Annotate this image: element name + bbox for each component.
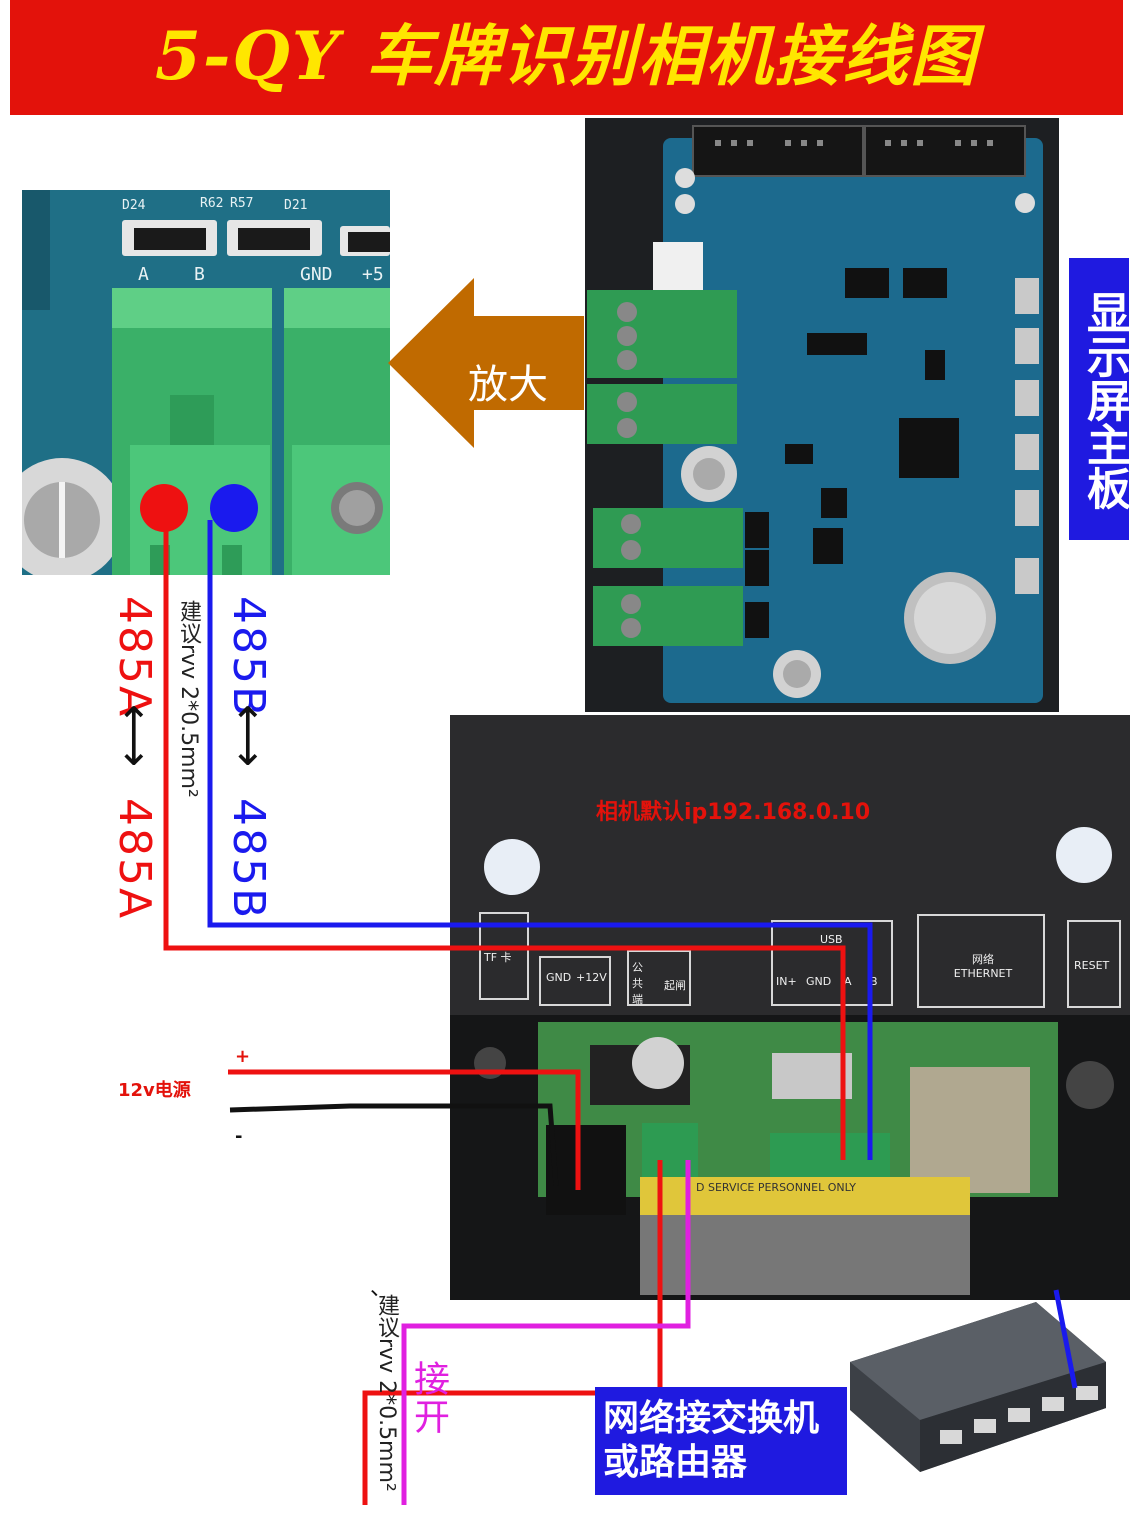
panel-label-usb: USB: [820, 933, 843, 946]
silk-gnd: GND: [300, 264, 333, 285]
silk-plus5: +5: [362, 264, 384, 285]
display-board-photo: [585, 118, 1059, 712]
switch-contact-label: 接开: [408, 1360, 449, 1436]
wire-485a: [163, 520, 846, 1160]
silk-a: A: [138, 264, 149, 285]
panel-label-a: A: [844, 975, 852, 988]
power-minus-sign: -: [235, 1126, 243, 1147]
enlarge-label: 放大: [468, 362, 548, 408]
network-switch-label-box: [595, 1387, 847, 1495]
label-485b-top: 485B: [223, 596, 274, 719]
power-label: 12v电源: [118, 1080, 191, 1101]
silk-d21: D21: [284, 198, 308, 213]
wire-485b: [207, 520, 873, 1160]
wire-gate-trigger: [401, 1160, 691, 1505]
label-485b-bottom: 485B: [223, 798, 274, 921]
wire-power-negative: [229, 1103, 559, 1187]
zoomed-terminal-photo: D24 R62 R57 D21 A B GND +5: [22, 190, 390, 575]
panel-label-common: 公共端: [632, 961, 643, 1006]
panel-label-gnd: GND: [546, 971, 572, 984]
silk-d24: D24: [122, 198, 146, 213]
camera-photo: TF 卡 GND +12V 公共端 起闸 USB IN+ GND A B 网络 …: [450, 715, 1130, 1300]
panel-label-tf: TF 卡: [484, 951, 512, 964]
wire-gate-common: [362, 1160, 663, 1505]
panel-label-ethernet: 网络 ETHERNET: [953, 953, 1013, 980]
label-485a-bottom: 485A: [109, 798, 160, 921]
lower-mark: 、: [370, 1276, 393, 1301]
arrow-485a: ⟷: [109, 704, 160, 770]
display-board-label: 显示屏主板: [1079, 290, 1130, 510]
panel-label-gnd2: GND: [806, 975, 832, 988]
title-banner: [10, 0, 1123, 115]
panel-label-gate: 起闸: [664, 979, 686, 992]
wire-power-positive: [228, 1069, 581, 1190]
camera-drawing: [450, 715, 1130, 1295]
cable-suggestion-upper: 建议rvv 2*0.5mm²: [176, 600, 201, 798]
power-plus-sign: +: [235, 1046, 251, 1067]
wire-network: [1053, 1289, 1078, 1389]
warning-strip: D SERVICE PERSONNEL ONLY: [696, 1181, 857, 1194]
network-switch-label: 网络接交换机或路由器: [603, 1398, 820, 1483]
panel-label-12v: +12V: [576, 971, 607, 984]
silk-r57: R57: [230, 196, 254, 211]
enlarge-arrow-icon: [388, 278, 584, 448]
panel-label-reset: RESET: [1074, 959, 1110, 972]
network-switch-photo: [850, 1302, 1106, 1472]
display-board-label-box: [1069, 258, 1129, 540]
camera-default-ip: 相机默认ip192.168.0.10: [596, 800, 871, 825]
cable-suggestion-lower: 建议rvv 2*0.5mm²: [374, 1294, 399, 1492]
page-title: 5-QY 车牌识别相机接线图: [155, 17, 978, 95]
silk-b: B: [194, 264, 205, 285]
arrow-485b: ⟷: [223, 704, 274, 770]
panel-label-b: B: [870, 975, 878, 988]
label-485a-top: 485A: [109, 596, 160, 719]
display-board-drawing: [587, 125, 1039, 698]
silk-r62: R62: [200, 196, 224, 211]
zoomed-terminal-drawing: [22, 190, 390, 575]
panel-label-in: IN+: [776, 975, 797, 988]
